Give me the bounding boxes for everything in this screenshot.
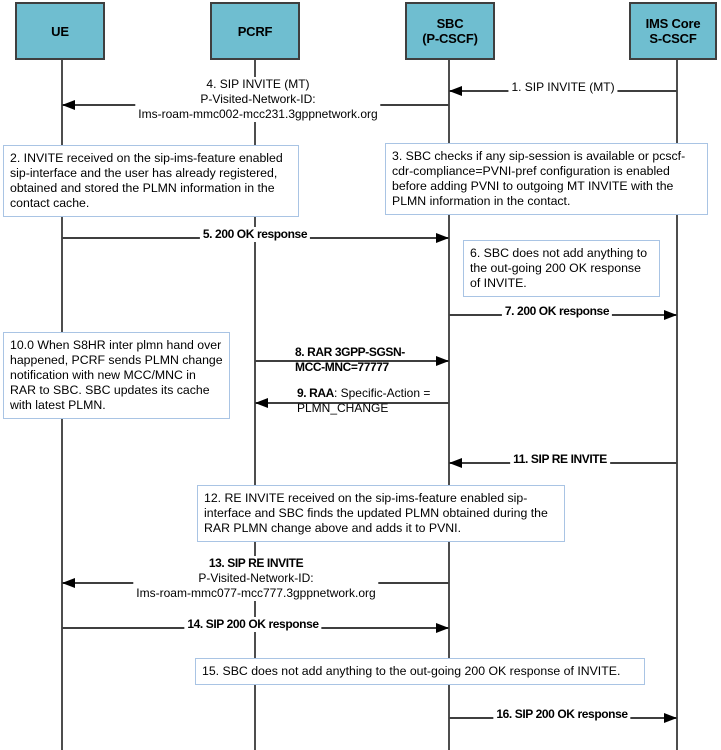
message-text: Ims-roam-mmc002-mcc231.3gppnetwork.org — [138, 107, 378, 121]
note-n15: 15. SBC does not add anything to the out… — [195, 658, 645, 685]
lifeline-ims — [676, 60, 678, 750]
actor-label: SBC — [436, 16, 464, 31]
arrowhead-m5 — [436, 233, 449, 243]
message-label-m11: 11. SIP RE INVITE — [510, 452, 610, 467]
message-label-line: 8. RAR 3GPP-SGSN- — [295, 345, 405, 360]
actor-label: IMS Core — [645, 16, 701, 31]
message-label-line: 5. 200 OK response — [202, 227, 308, 242]
actor-label: PCRF — [237, 23, 273, 39]
arrowhead-m4 — [62, 100, 75, 110]
message-text: 16. SIP 200 OK response — [496, 707, 628, 721]
message-text: 9. RAA — [297, 386, 334, 400]
message-text: P-Visited-Network-ID: — [198, 571, 314, 585]
message-label-m9: 9. RAA: Specific-Action =PLMN_CHANGE — [294, 386, 433, 416]
message-label-m8: 8. RAR 3GPP-SGSN-MCC-MNC=77777 — [292, 345, 408, 375]
message-label-line: 14. SIP 200 OK response — [187, 617, 319, 632]
message-text: 5. 200 OK response — [202, 227, 308, 241]
message-text: P-Visited-Network-ID: — [200, 92, 316, 106]
arrowhead-m13 — [62, 578, 75, 588]
message-label-m7: 7. 200 OK response — [501, 304, 613, 319]
message-text: 13. SIP RE INVITE — [208, 556, 304, 570]
message-text: MCC-MNC=77777 — [295, 360, 389, 374]
actor-box-pcrf: PCRF — [210, 2, 300, 60]
message-text: PLMN_CHANGE — [297, 401, 389, 415]
message-label-m1: 1. SIP INVITE (MT) — [508, 80, 618, 95]
note-n2: 2. INVITE received on the sip-ims-featur… — [3, 145, 299, 217]
actor-box-ue: UE — [15, 2, 105, 60]
note-n12: 12. RE INVITE received on the sip-ims-fe… — [197, 485, 565, 542]
message-label-line: 11. SIP RE INVITE — [513, 452, 607, 467]
message-label-m5: 5. 200 OK response — [199, 227, 311, 242]
message-text: 1. SIP INVITE (MT) — [511, 80, 615, 94]
message-label-line: PLMN_CHANGE — [297, 401, 430, 416]
message-label-line: 4. SIP INVITE (MT) — [138, 77, 377, 92]
arrowhead-m1 — [449, 86, 462, 96]
arrowhead-m16 — [664, 713, 677, 723]
message-text: : Specific-Action = — [333, 386, 431, 400]
arrowhead-m8 — [436, 356, 449, 366]
lifeline-sbc — [448, 60, 450, 750]
message-label-line: Ims-roam-mmc002-mcc231.3gppnetwork.org — [138, 107, 377, 122]
message-text: 7. 200 OK response — [504, 304, 610, 318]
message-label-m16: 16. SIP 200 OK response — [493, 707, 631, 722]
arrowhead-m9 — [255, 398, 268, 408]
message-label-m14: 14. SIP 200 OK response — [184, 617, 322, 632]
arrowhead-m14 — [436, 623, 449, 633]
message-text: Ims-roam-mmc077-mcc777.3gppnetwork.org — [136, 586, 376, 600]
message-label-line: 9. RAA: Specific-Action = — [297, 386, 430, 401]
message-line-m9 — [255, 402, 449, 404]
message-label-line: 7. 200 OK response — [504, 304, 610, 319]
message-text: 8. RAR 3GPP-SGSN- — [295, 345, 405, 359]
message-label-line: Ims-roam-mmc077-mcc777.3gppnetwork.org — [136, 586, 375, 601]
actor-box-sbc: SBC(P-CSCF) — [405, 2, 495, 60]
actor-label: UE — [51, 23, 69, 39]
arrowhead-m11 — [449, 458, 462, 468]
actor-label: (P-CSCF) — [422, 31, 478, 46]
message-label-line: P-Visited-Network-ID: — [138, 92, 377, 107]
actor-label: S-CSCF — [649, 31, 697, 46]
message-text: 14. SIP 200 OK response — [187, 617, 319, 631]
message-label-line: 16. SIP 200 OK response — [496, 707, 628, 722]
message-text: 4. SIP INVITE (MT) — [206, 77, 310, 91]
note-n6: 6. SBC does not add anything to the out-… — [463, 240, 660, 297]
arrowhead-m7 — [664, 310, 677, 320]
message-label-line: 13. SIP RE INVITE — [136, 556, 375, 571]
message-label-line: MCC-MNC=77777 — [295, 360, 405, 375]
message-label-line: 1. SIP INVITE (MT) — [511, 80, 614, 95]
message-label-m4: 4. SIP INVITE (MT)P-Visited-Network-ID:I… — [135, 77, 381, 122]
note-n3: 3. SBC checks if any sip-session is avai… — [385, 143, 708, 215]
message-label-line: P-Visited-Network-ID: — [136, 571, 375, 586]
message-line-m8 — [255, 360, 449, 362]
message-text: 11. SIP RE INVITE — [513, 452, 607, 466]
note-n10: 10.0 When S8HR inter plmn hand over happ… — [3, 332, 230, 419]
